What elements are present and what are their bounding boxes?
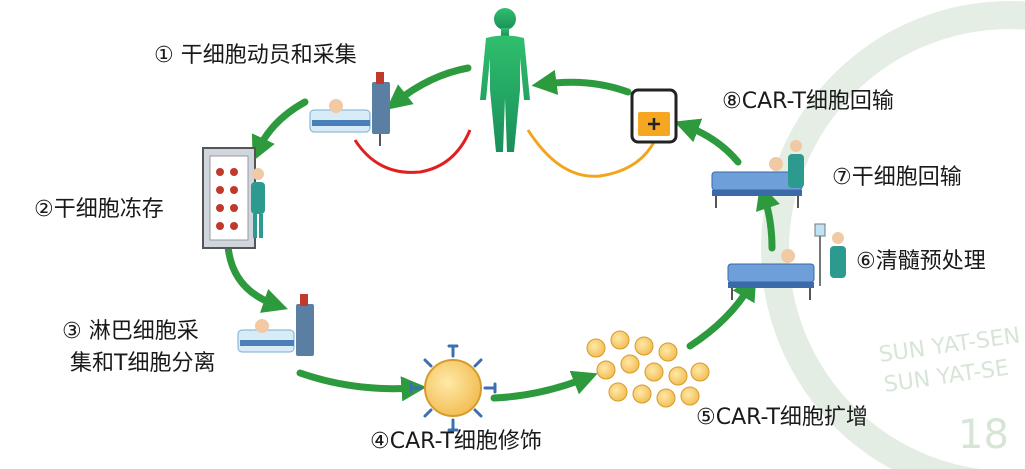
arrow-step6-to-step7 xyxy=(756,184,780,252)
car-t-cell-icon xyxy=(409,344,497,432)
orange-curve xyxy=(526,129,657,178)
conditioning-bed-icon xyxy=(727,223,846,300)
step-4-label: ④CAR-T细胞修饰 xyxy=(370,429,542,454)
arrow-step4-to-step5 xyxy=(490,370,598,402)
red-curve xyxy=(353,129,472,174)
step-7-label: ⑦干细胞回输 xyxy=(832,165,962,190)
cell-bag-icon xyxy=(630,88,678,144)
expanded-cells-icon xyxy=(586,330,710,408)
arrow-step5-to-step6 xyxy=(686,275,757,350)
arrow-step3-to-step4 xyxy=(296,369,427,402)
step-3-label-line-1: ③ 淋巴细胞采 xyxy=(62,319,199,344)
arrow-step2-to-step3 xyxy=(224,242,288,313)
arrow-step1-to-step2 xyxy=(251,98,309,162)
lymphocyte-collection-icon xyxy=(237,294,314,356)
stem-cell-infusion-bed-icon xyxy=(711,140,804,208)
step-3-label-line-2: 集和T细胞分离 xyxy=(70,351,216,376)
arrow-step7-to-step8 xyxy=(674,118,742,166)
watermark: SUN YAT-SEN M SUN YAT-SE 18 xyxy=(761,1,1025,469)
arrow-body-to-step1 xyxy=(386,64,472,110)
step-8-label: ⑧CAR-T细胞回输 xyxy=(722,89,894,114)
step-2-label: ②干细胞冻存 xyxy=(34,197,164,222)
cycle-arrows xyxy=(224,64,780,402)
step-1-label: ① 干细胞动员和采集 xyxy=(154,43,357,68)
step-6-label: ⑥清髓预处理 xyxy=(856,249,986,274)
freezer-icon xyxy=(202,147,265,249)
watermark-number: 18 xyxy=(958,412,1009,458)
apheresis-machine-icon xyxy=(309,72,390,146)
arrow-bag-to-body xyxy=(531,69,632,96)
human-body-icon xyxy=(480,8,530,152)
step-5-label: ⑤CAR-T细胞扩增 xyxy=(696,405,868,430)
